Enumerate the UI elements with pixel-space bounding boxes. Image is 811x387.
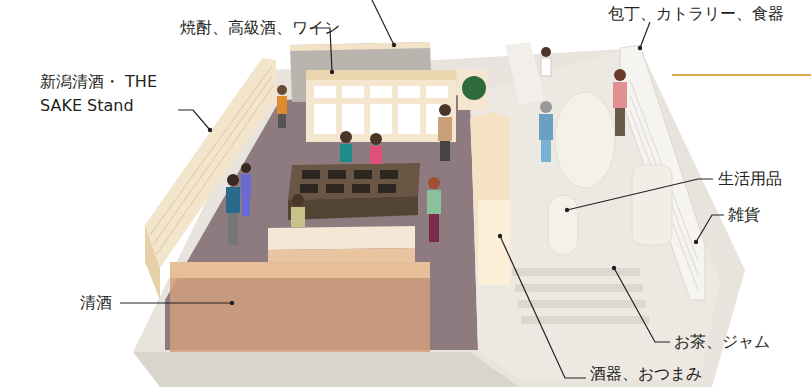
back-shelf bbox=[306, 70, 456, 142]
callout-label: 雑貨 bbox=[728, 203, 760, 227]
left-shelf-side bbox=[145, 225, 160, 300]
callout-label: 包丁、カトラリー、食器 bbox=[608, 2, 784, 26]
sake-shelf bbox=[170, 278, 430, 352]
callout-label: 生活用品 bbox=[718, 167, 782, 191]
callout-label: お茶、ジャム bbox=[674, 330, 770, 354]
leader-lines bbox=[120, 0, 724, 378]
right-wall-shelf bbox=[620, 45, 705, 300]
plant bbox=[462, 76, 486, 100]
shelf-lines bbox=[150, 66, 273, 255]
floor-edge bbox=[133, 352, 520, 387]
callout-label: 新潟清酒・ THE SAKE Stand bbox=[40, 70, 180, 118]
shelf-windows bbox=[314, 86, 448, 134]
front-counter bbox=[268, 226, 415, 250]
back-wall-top bbox=[290, 42, 430, 51]
back-shelf-top bbox=[306, 70, 456, 80]
tasting-table bbox=[288, 163, 420, 200]
small-shelf bbox=[458, 70, 488, 110]
right-shelf-lines bbox=[630, 80, 698, 290]
callout-label: 清酒 bbox=[80, 291, 112, 315]
sake-shelf-top bbox=[170, 262, 430, 278]
tasting-table-side bbox=[288, 196, 418, 220]
vessel-shelf bbox=[470, 112, 510, 285]
people bbox=[226, 47, 627, 245]
back-island bbox=[505, 42, 545, 105]
round-table bbox=[555, 92, 615, 188]
vessel-shelf-front bbox=[478, 200, 510, 285]
callout-label: 酒器、おつまみ bbox=[590, 362, 702, 386]
tasting-mats bbox=[300, 170, 398, 193]
goods-table bbox=[548, 195, 578, 255]
left-shelf bbox=[145, 58, 276, 268]
steps bbox=[512, 268, 649, 324]
accent-line bbox=[672, 74, 811, 76]
goods-shelf bbox=[632, 165, 672, 245]
leader-dots bbox=[208, 43, 698, 305]
callout-label: 焼酎、高級酒、ワイン bbox=[180, 16, 340, 40]
